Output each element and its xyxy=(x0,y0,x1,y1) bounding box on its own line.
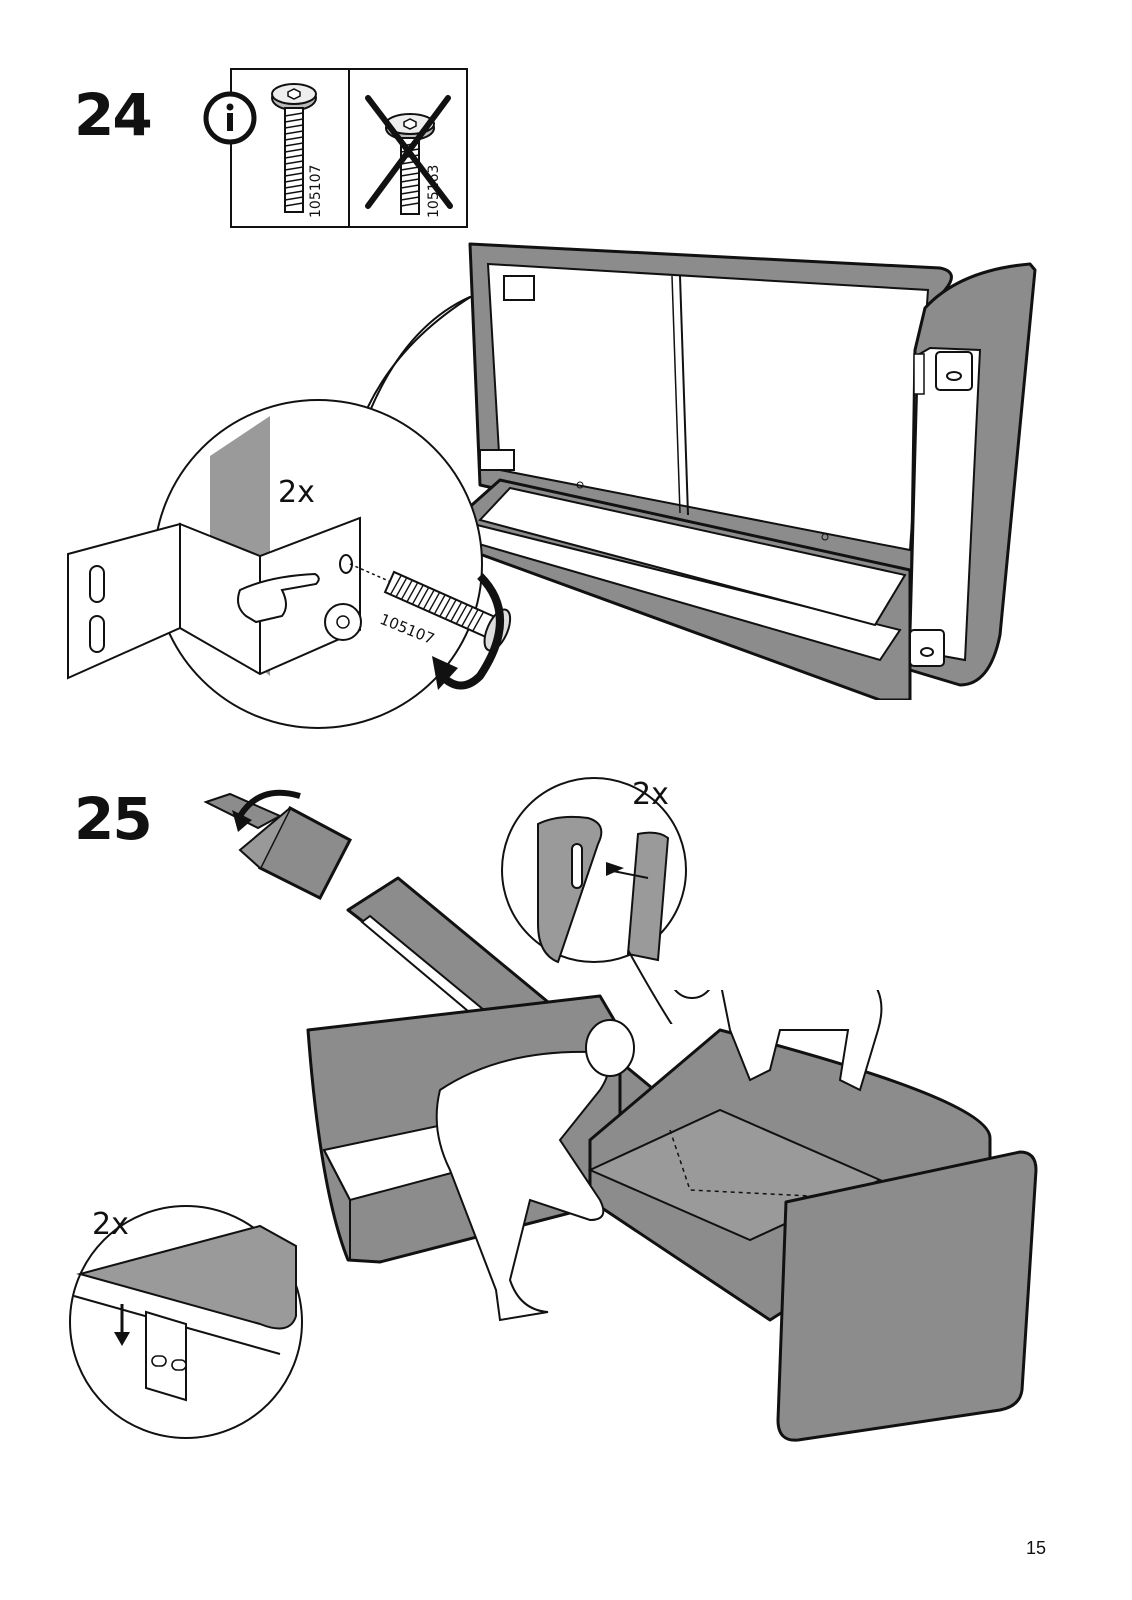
sofa-frame-illustration xyxy=(440,230,1060,700)
sofa-assembly-illustration xyxy=(300,990,1050,1450)
wrong-screw-part-number: 105163 xyxy=(426,138,442,218)
step-24-number: 24 xyxy=(74,86,151,144)
page-number: 15 xyxy=(1026,1538,1046,1559)
step-24-quantity: 2x xyxy=(278,478,315,508)
info-icon xyxy=(200,88,260,148)
step-25-number: 25 xyxy=(74,790,151,848)
step-25-top-quantity: 2x xyxy=(632,780,669,810)
step-24-detail-callout xyxy=(60,296,530,736)
step-25-bottom-quantity: 2x xyxy=(92,1210,129,1240)
correct-screw-part-number: 105107 xyxy=(308,138,324,218)
crossed-screw-icon xyxy=(360,92,460,222)
